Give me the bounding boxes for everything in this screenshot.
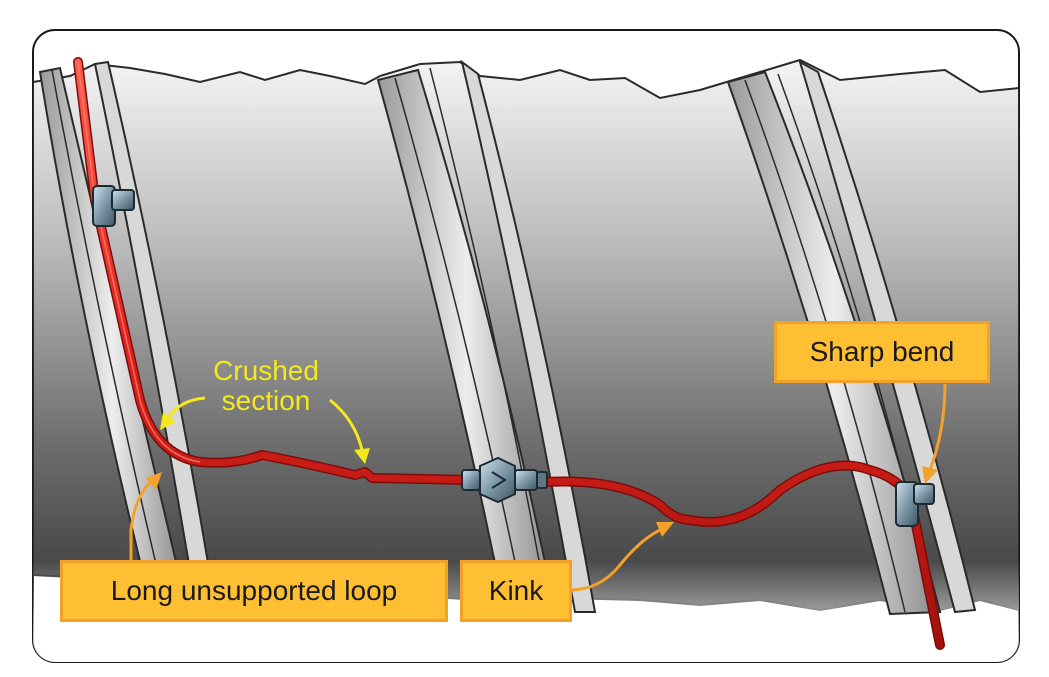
arrow-crushed-right (329, 398, 370, 464)
arrow-sharp-bend (922, 383, 947, 484)
long-unsupported-loop-callout: Long unsupported loop (60, 560, 448, 622)
kink-callout: Kink (460, 560, 572, 622)
clamp-right (895, 481, 935, 527)
arrow-crushed-left (160, 396, 206, 430)
sharp-bend-callout: Sharp bend (774, 321, 990, 383)
union-fitting (461, 456, 548, 504)
fluid-line (73, 57, 945, 650)
arrow-kink (569, 522, 674, 592)
crushed-label-line2: section (221, 385, 311, 416)
crushed-section-label: Crushed section (196, 356, 336, 416)
arrow-long-loop (129, 472, 162, 560)
crushed-label-line1: Crushed (213, 355, 319, 386)
clamp-top-left (92, 185, 135, 227)
